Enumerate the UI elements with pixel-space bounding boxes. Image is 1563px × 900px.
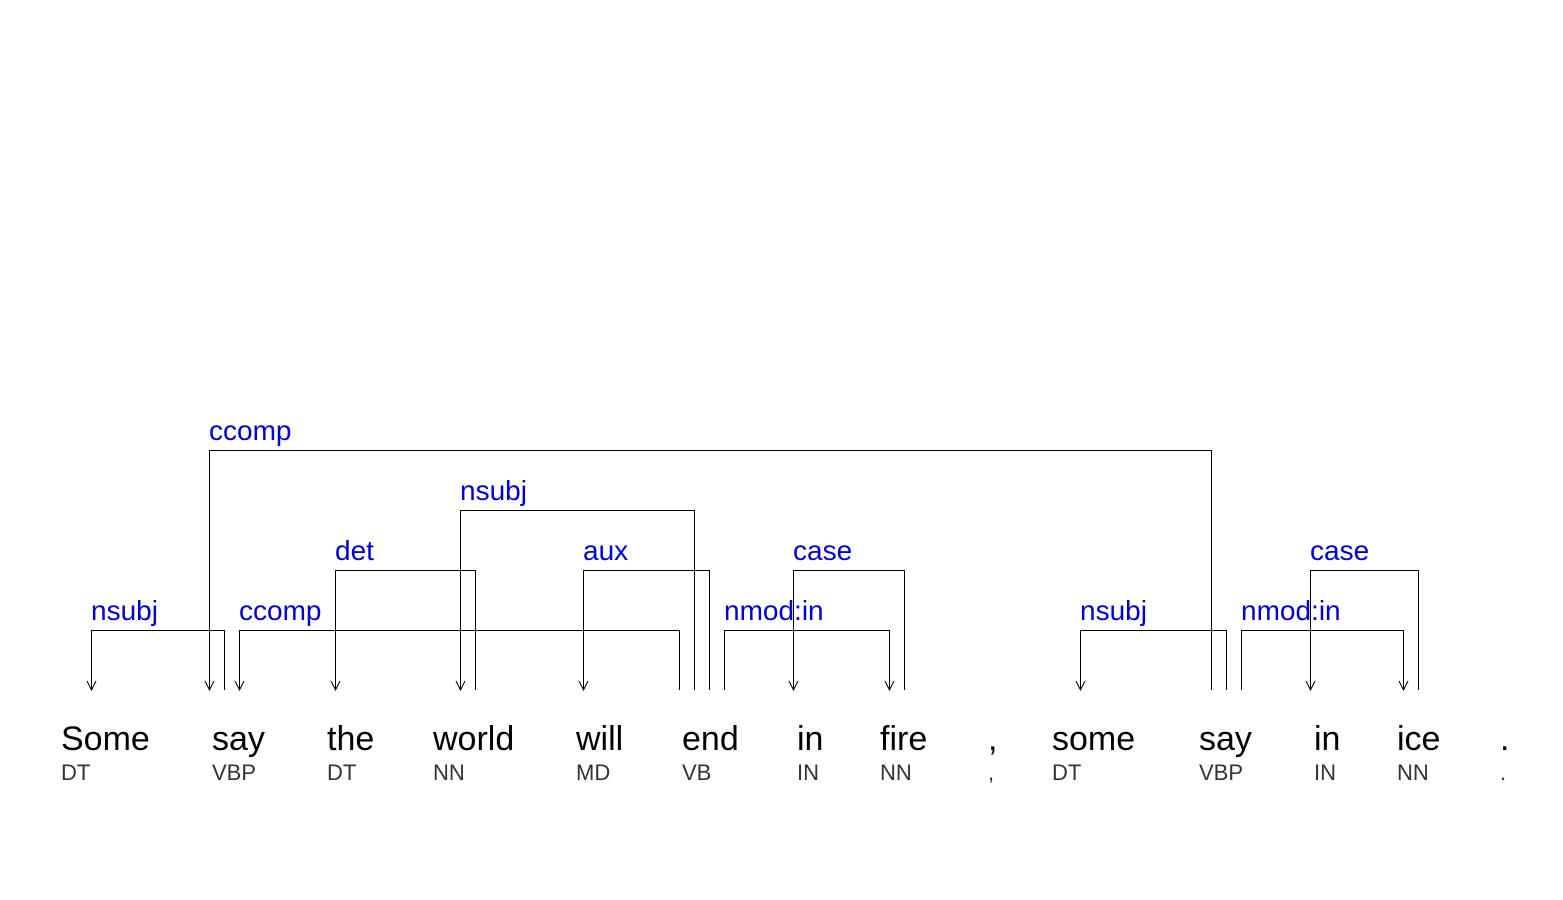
dependency-arc: case xyxy=(788,535,905,692)
token-row: SomeDTsayVBPtheDTworldNNwillMDendVBinINf… xyxy=(61,720,1509,785)
token: .. xyxy=(1500,720,1509,785)
pos-tag: DT xyxy=(61,760,90,785)
arrowhead-icon xyxy=(788,680,799,692)
token: ,, xyxy=(988,720,997,785)
relation-label: case xyxy=(1310,535,1369,566)
relation-label: ccomp xyxy=(209,415,291,446)
relation-label: nsubj xyxy=(91,595,158,626)
arc-line xyxy=(335,570,476,690)
arrowhead-icon xyxy=(578,680,589,692)
token-word: the xyxy=(327,720,374,758)
pos-tag: DT xyxy=(327,760,356,785)
pos-tag: NN xyxy=(433,760,465,785)
pos-tag: MD xyxy=(576,760,610,785)
arc-line xyxy=(724,630,890,690)
arrowhead-icon xyxy=(204,680,215,692)
token-word: ice xyxy=(1397,720,1440,758)
pos-tag: IN xyxy=(1314,760,1336,785)
pos-tag: VBP xyxy=(1199,760,1243,785)
arrowhead-icon xyxy=(1398,680,1409,692)
pos-tag: VB xyxy=(682,760,711,785)
dependency-arc: ccomp xyxy=(204,415,1212,692)
pos-tag: NN xyxy=(1397,760,1429,785)
arrowhead-icon xyxy=(330,680,341,692)
relation-label: nsubj xyxy=(460,475,527,506)
token-word: some xyxy=(1052,720,1135,758)
pos-tag: , xyxy=(988,760,994,785)
arrowhead-icon xyxy=(884,680,895,692)
dependency-arc: det xyxy=(330,535,476,692)
token-word: in xyxy=(1314,720,1340,758)
dependency-arc: nsubj xyxy=(86,595,225,692)
pos-tag: DT xyxy=(1052,760,1081,785)
arc-line xyxy=(1080,630,1227,690)
token-word: fire xyxy=(880,720,927,758)
relation-label: case xyxy=(793,535,852,566)
token-word: will xyxy=(575,720,623,758)
arc-line xyxy=(239,630,680,690)
token-word: in xyxy=(797,720,823,758)
dependency-arc: nsubj xyxy=(1075,595,1227,692)
token-word: end xyxy=(682,720,739,758)
relation-label: aux xyxy=(583,535,628,566)
arc-line xyxy=(583,570,710,690)
pos-tag: IN xyxy=(797,760,819,785)
arc-line xyxy=(460,510,695,690)
dependency-arc: ccomp xyxy=(234,595,680,692)
arrowhead-icon xyxy=(1305,680,1316,692)
token-word: Some xyxy=(61,720,150,758)
token-word: world xyxy=(432,720,514,758)
dependency-arc: case xyxy=(1305,535,1419,692)
pos-tag: . xyxy=(1500,760,1506,785)
arc-line xyxy=(793,570,905,690)
dependency-arcs: nsubj ccomp det nsubj aux nmod:in case nsubj cco… xyxy=(86,415,1419,692)
dependency-arc: aux xyxy=(578,535,710,692)
arc-line xyxy=(1310,570,1419,690)
arrowhead-icon xyxy=(86,680,97,692)
pos-tag: NN xyxy=(880,760,912,785)
pos-tag: VBP xyxy=(212,760,256,785)
token-word: . xyxy=(1500,720,1509,758)
dependency-arc: nmod:in xyxy=(724,595,895,692)
relation-label: nsubj xyxy=(1080,595,1147,626)
relation-label: nmod:in xyxy=(1241,595,1341,626)
relation-label: nmod:in xyxy=(724,595,824,626)
arrowhead-icon xyxy=(234,680,245,692)
arrowhead-icon xyxy=(455,680,466,692)
arrowhead-icon xyxy=(1075,680,1086,692)
token-word: say xyxy=(1199,720,1252,758)
arc-line xyxy=(91,630,225,690)
arc-line xyxy=(1241,630,1404,690)
relation-label: det xyxy=(335,535,374,566)
arc-line xyxy=(209,450,1212,690)
token-word: say xyxy=(212,720,265,758)
dependency-arc: nsubj xyxy=(455,475,695,692)
relation-label: ccomp xyxy=(239,595,321,626)
token-word: , xyxy=(988,720,997,758)
dependency-arc: nmod:in xyxy=(1241,595,1409,692)
